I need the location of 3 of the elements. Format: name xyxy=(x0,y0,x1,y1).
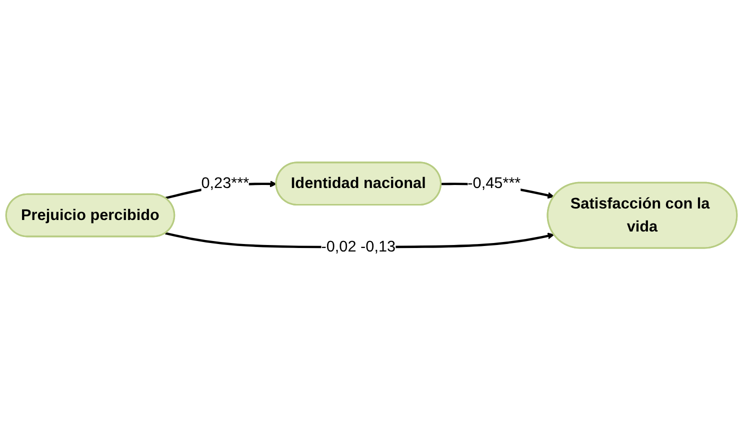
edge-label: -0,02 -0,13 xyxy=(321,238,396,256)
edge-label: -0,45*** xyxy=(468,175,521,192)
edge-label: 0,23*** xyxy=(201,175,250,192)
